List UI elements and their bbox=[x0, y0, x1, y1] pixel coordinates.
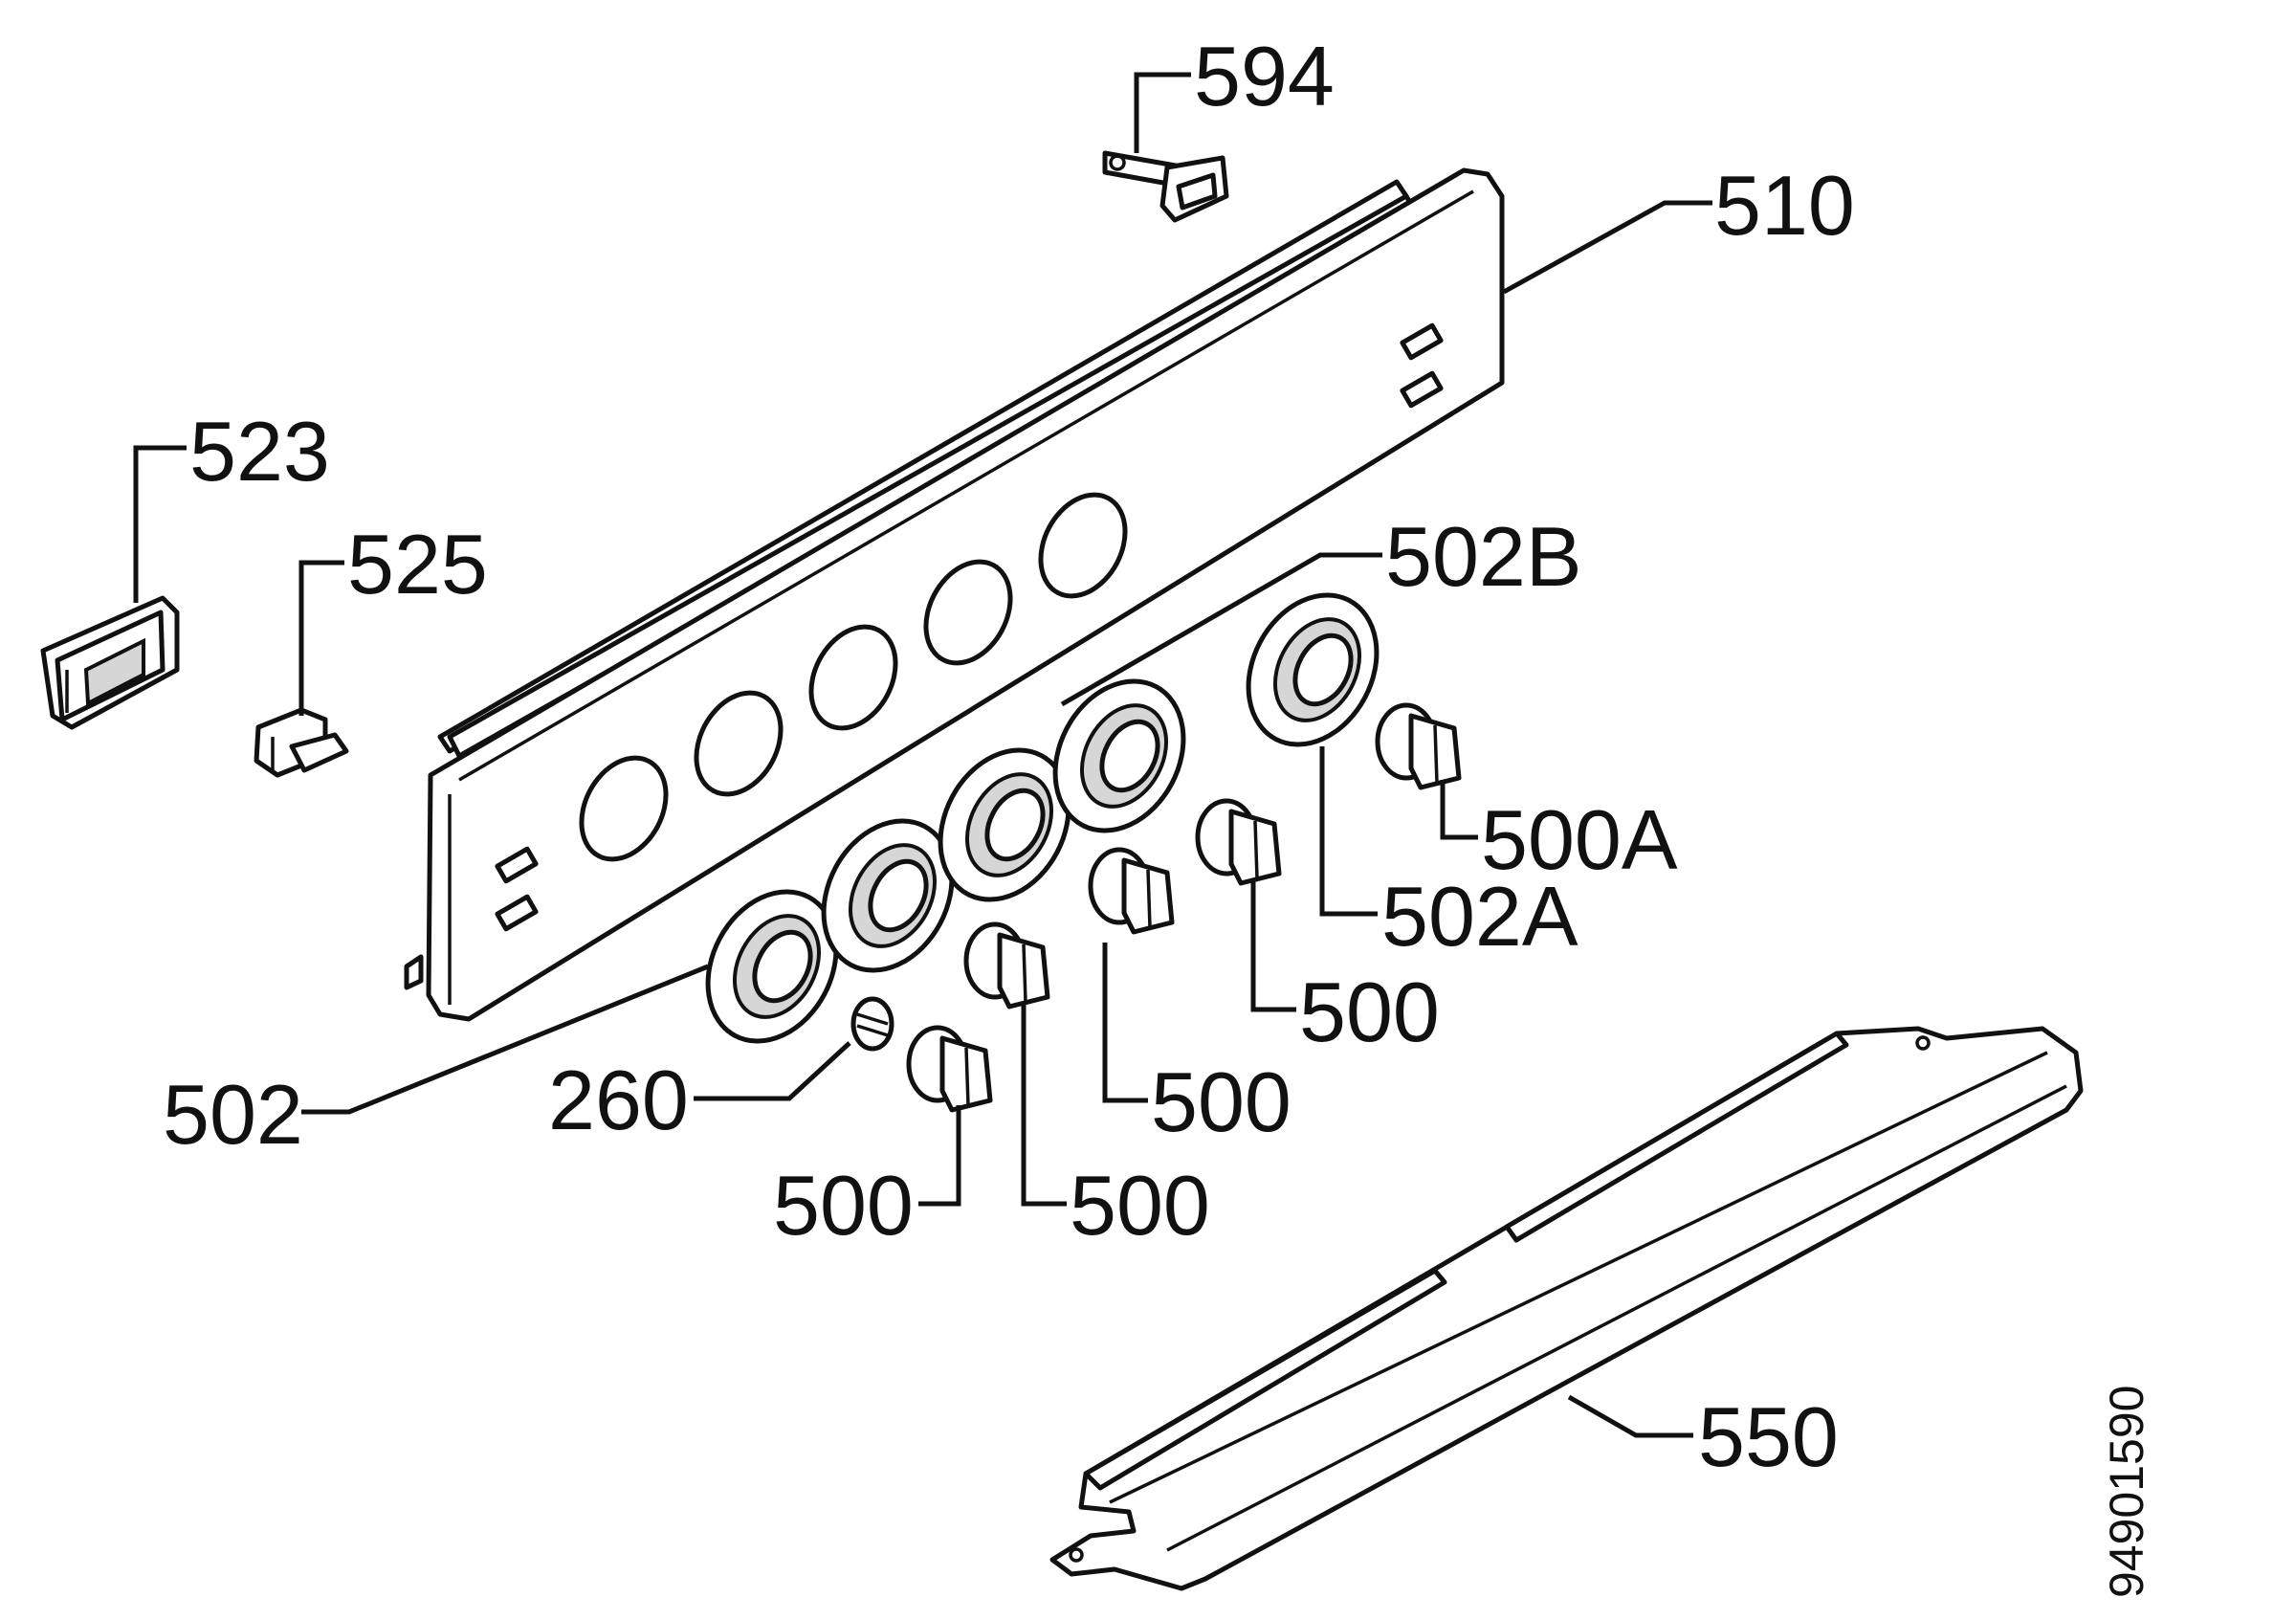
label-525: 525 bbox=[347, 517, 488, 611]
leader-500-c bbox=[1102, 943, 1148, 1103]
leader-525 bbox=[298, 560, 344, 716]
label-594: 594 bbox=[1194, 29, 1335, 123]
knob-500-2 bbox=[963, 921, 1050, 1010]
trim-strip-550 bbox=[1049, 1026, 2084, 1591]
label-500-c: 500 bbox=[1151, 1054, 1292, 1149]
leader-502B bbox=[1060, 552, 1382, 707]
ring-502 bbox=[705, 889, 839, 1044]
leader-500-a bbox=[918, 1105, 961, 1207]
control-panel-510 bbox=[404, 167, 1505, 1022]
label-523: 523 bbox=[189, 404, 330, 499]
ring-502A bbox=[1246, 592, 1380, 747]
leader-500A bbox=[1440, 780, 1478, 840]
leader-510 bbox=[1502, 200, 1712, 295]
knob-rings bbox=[705, 592, 1380, 1044]
leader-594 bbox=[1134, 72, 1191, 153]
leader-502A bbox=[1319, 746, 1378, 917]
leader-502 bbox=[301, 964, 709, 1115]
label-502: 502 bbox=[163, 1067, 303, 1162]
leader-500-b bbox=[1021, 1005, 1067, 1207]
leader-500-d bbox=[1250, 880, 1296, 1012]
label-510: 510 bbox=[1714, 158, 1855, 253]
ring-502B bbox=[1052, 678, 1186, 833]
label-260: 260 bbox=[548, 1053, 689, 1147]
leader-lines bbox=[133, 72, 1712, 1438]
knob-500A bbox=[1375, 702, 1462, 790]
part-523-bezel bbox=[40, 595, 180, 730]
label-502A: 502A bbox=[1381, 869, 1578, 964]
label-500-b: 500 bbox=[1070, 1158, 1210, 1253]
spring-260 bbox=[850, 996, 894, 1052]
label-502B: 502B bbox=[1385, 509, 1582, 604]
label-500-d: 500 bbox=[1299, 965, 1440, 1059]
label-550: 550 bbox=[1698, 1389, 1839, 1484]
label-500-a: 500 bbox=[773, 1158, 914, 1253]
ring-2 bbox=[821, 818, 955, 973]
knobs bbox=[906, 702, 1462, 1113]
callout-labels: 594 510 523 525 502B 500A 502A 500 500 5… bbox=[163, 29, 1855, 1484]
part-594-clip bbox=[1102, 150, 1229, 223]
knob-500-4 bbox=[1195, 798, 1282, 886]
drawing-number: 94901590 bbox=[2100, 1386, 2153, 1598]
knob-500-1 bbox=[906, 1025, 993, 1113]
leader-260 bbox=[694, 1041, 851, 1101]
label-500A: 500A bbox=[1481, 792, 1678, 887]
leader-550 bbox=[1567, 1394, 1693, 1438]
part-525-switch bbox=[254, 707, 349, 778]
ring-3 bbox=[938, 747, 1071, 902]
knob-500-3 bbox=[1088, 847, 1175, 935]
leader-523 bbox=[133, 445, 187, 603]
